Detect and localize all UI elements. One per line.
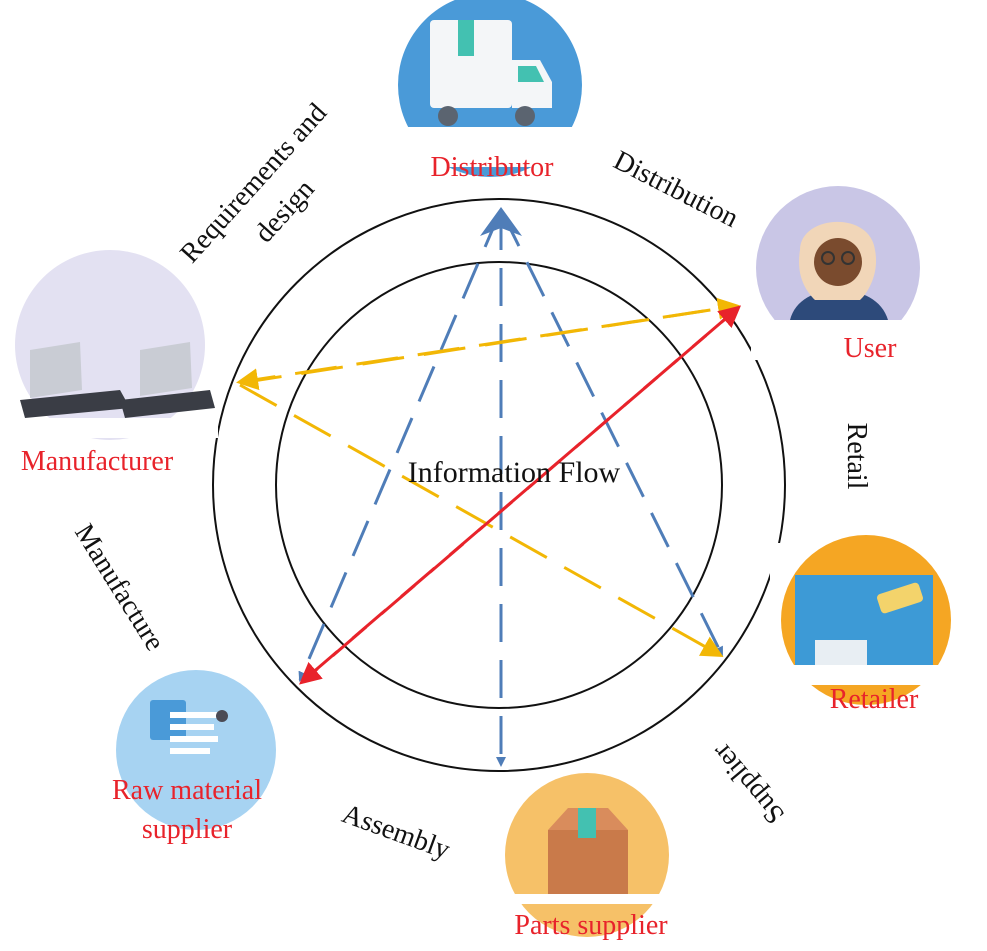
- blue-flow-arrows: [298, 211, 724, 767]
- document-card-icon: [116, 670, 276, 830]
- stage-label-assembly: Assembly: [338, 798, 454, 865]
- package-box-icon: [505, 773, 669, 937]
- laptops-icon: [15, 250, 218, 440]
- yellow-arrow-to-retailer: [239, 383, 724, 657]
- yellow-flow-arrows: [236, 297, 740, 657]
- stage-label-distribution: Distribution: [609, 145, 744, 234]
- node-label-manufacturer: Manufacturer: [21, 446, 174, 477]
- yellow-arrow-to-manufacturer: [236, 304, 737, 391]
- outer-ring: [212, 198, 786, 772]
- stage-label-supplier: Supplier: [706, 737, 791, 830]
- node-label-distributor: Distributor: [431, 152, 555, 183]
- stage-label-requirements-line1: Requirements and: [174, 98, 333, 270]
- node-label-raw-material-line2: supplier: [142, 814, 233, 845]
- node-label-retailer: Retailer: [830, 684, 919, 715]
- red-arrow-to-user: [303, 305, 742, 682]
- delivery-truck-icon: [397, 0, 592, 177]
- node-label-raw-material-line1: Raw material: [112, 775, 262, 806]
- node-labels: Distributor User Retailer Parts supplier…: [21, 152, 919, 941]
- blue-arrow-distributor-to-retailer: [500, 211, 724, 657]
- node-label-user: User: [844, 333, 898, 364]
- inner-ring: [275, 261, 723, 709]
- stage-label-manufacture: Manufacture: [68, 519, 170, 657]
- storefront-icon: [770, 535, 966, 705]
- blue-arrowhead-distributor: [480, 207, 522, 236]
- woman-avatar-icon: [751, 186, 925, 360]
- red-flow-arrows: [298, 305, 742, 685]
- node-label-parts-supplier: Parts supplier: [514, 910, 668, 941]
- stage-label-retail: Retail: [841, 423, 872, 490]
- center-label: Information Flow: [408, 456, 621, 489]
- blue-arrow-distributor-to-raw-material: [298, 211, 502, 682]
